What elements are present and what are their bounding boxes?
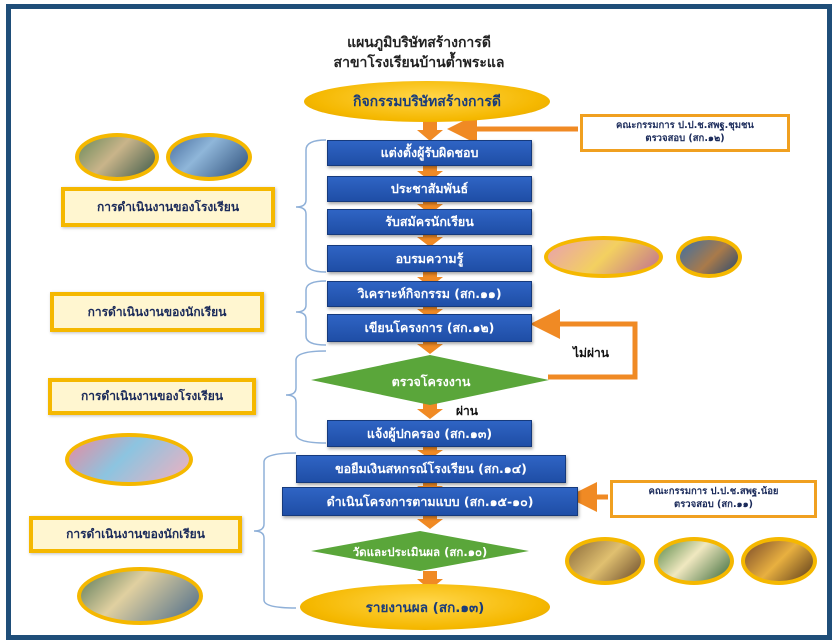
step-borrow-money: ขอยืมเงินสหกรณ์โรงเรียน (สก.๑๔) [296,455,566,483]
photo-training-2 [676,236,742,278]
fail-label: ไม่ผ่าน [573,346,609,360]
committee-top-line1: คณะกรรมการ ป.ป.ช.สพฐ.ชุมชน [616,120,754,132]
step-training: อบรมความรู้ [327,245,532,272]
committee-bottom-line2: ตรวจสอบ (สก.๑๑) [674,499,753,510]
step-run-project: ดำเนินโครงการตามแบบ (สก.๑๕-๑๐) [282,487,578,516]
pass-label: ผ่าน [456,404,478,418]
decision-label: ตรวจโครงงาน [391,374,471,389]
step-publicize: ประชาสัมพันธ์ [327,176,532,202]
step-notify-parents: แจ้งผู้ปกครอง (สก.๑๓) [327,420,532,447]
side-label-student-2: การดำเนินงานของนักเรียน [29,516,242,553]
side-label-student-1: การดำเนินงานของนักเรียน [50,292,264,332]
photo-students-cooking [77,567,203,625]
end-oval: รายงานผล (สก.๑๓) [300,584,550,630]
step-analyze: วิเคราะห์กิจกรรม (สก.๑๑) [327,281,532,307]
photo-meeting-1 [75,133,159,181]
down-arrows [417,120,443,590]
decision-diamond [311,355,549,405]
section-brackets [253,139,327,609]
committee-top: คณะกรรมการ ป.ป.ช.สพฐ.ชุมชนตรวจสอบ (สก.๑๒… [580,114,790,152]
step-write-project: เขียนโครงการ (สก.๑๒) [327,314,532,342]
chart-title-line2: สาขาโรงเรียนบ้านต้ำพระแล [333,55,505,71]
committee-bottom-line1: คณะกรรมการ ป.ป.ช.สพฐ.น้อย [648,486,779,498]
side-label-school-1: การดำเนินงานของโรงเรียน [61,187,275,227]
photo-product-3 [741,537,817,585]
start-oval: กิจกรรมบริษัทสร้างการดี [304,81,550,122]
step-appoint: แต่งตั้งผู้รับผิดชอบ [327,140,532,166]
photo-meeting-2 [166,133,252,181]
fail-loop-arrow [530,309,638,380]
photo-product-1 [565,537,645,585]
photo-product-2 [654,537,734,585]
photo-training-1 [544,236,663,278]
evaluate-diamond [311,531,529,571]
committee-bottom: คณะกรรมการ ป.ป.ช.สพฐ.น้อยตรวจสอบ (สก.๑๑) [610,480,817,518]
committee-top-line2: ตรวจสอบ (สก.๑๒) [645,133,725,144]
evaluate-label: วัดและประเมินผล (สก.๑๐) [352,545,488,559]
side-label-school-2: การดำเนินงานของโรงเรียน [48,378,256,415]
step-recruit: รับสมัครนักเรียน [327,209,532,235]
photo-students-group [65,433,193,486]
chart-title-line1: แผนภูมิบริษัทสร้างการดี [347,35,491,51]
